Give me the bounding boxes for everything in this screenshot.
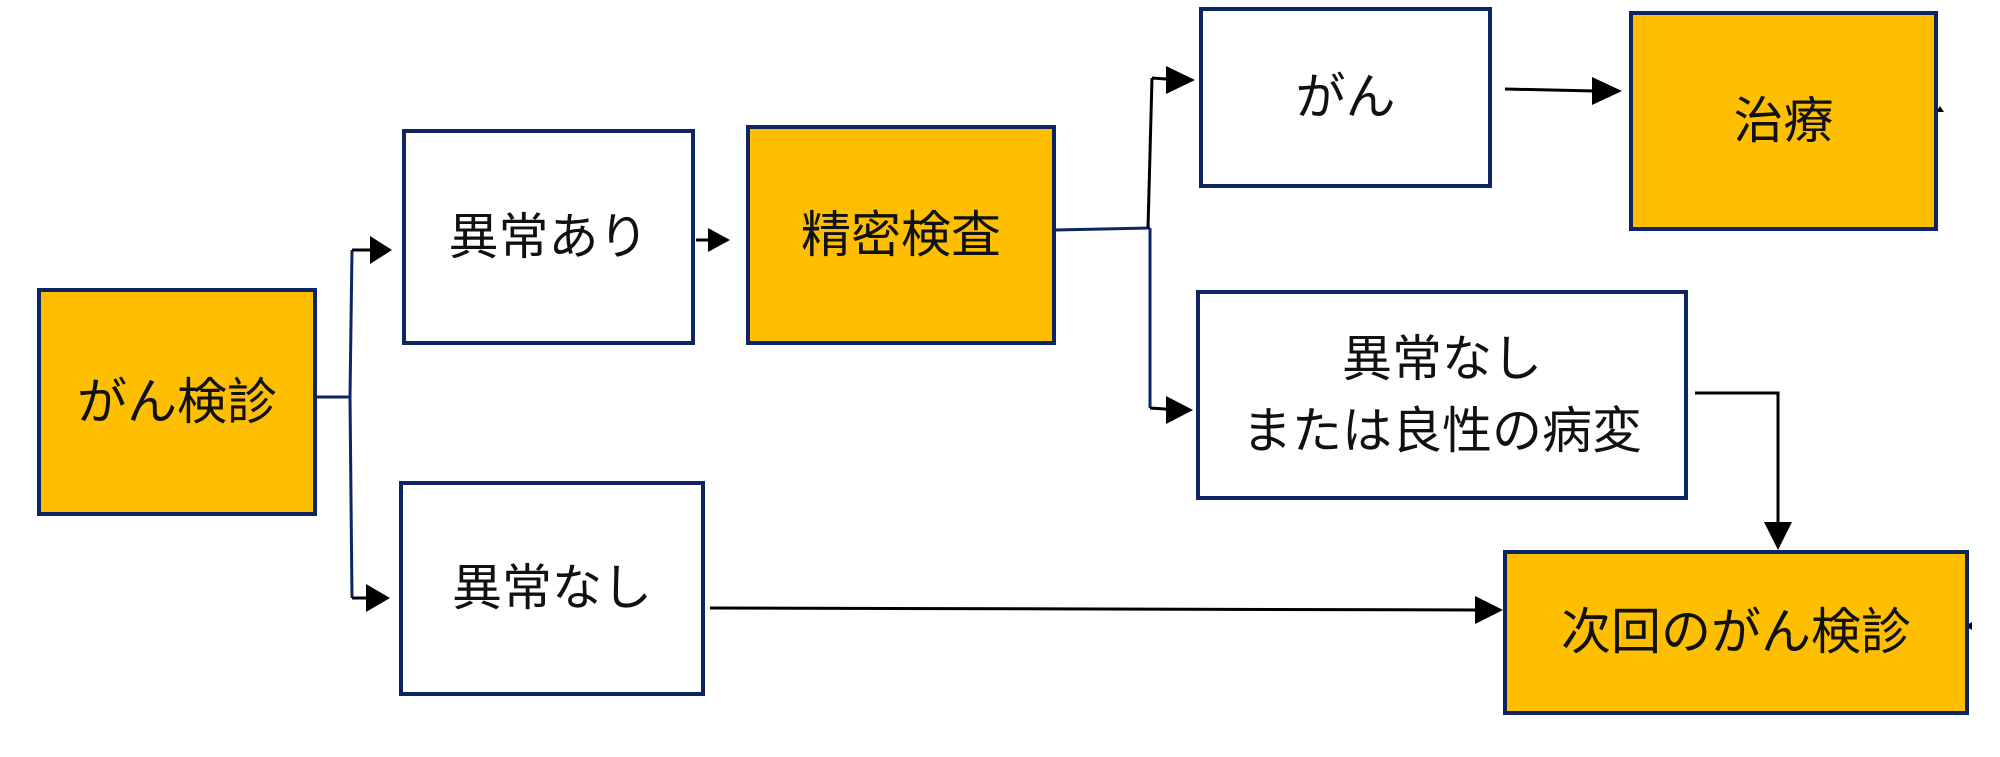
arrowhead-next-from-benign (1764, 522, 1792, 550)
arrowhead-normal (366, 584, 390, 612)
node-detailed-exam-label: 精密検査 (801, 205, 1001, 264)
node-normal: 異常なし (399, 481, 705, 696)
arrowhead-next-from-normal (1475, 596, 1503, 624)
node-cancer: がん (1199, 7, 1492, 188)
node-next-screening-label: 次回のがん検診 (1561, 603, 1911, 662)
node-abnormal: 異常あり (402, 129, 695, 345)
arrowhead-abnormal (370, 236, 392, 264)
connector-to-normal (348, 396, 354, 599)
arrow-benign-to-next (1695, 391, 1780, 530)
connector-to-abnormal (348, 249, 354, 398)
node-screening: がん検診 (37, 288, 317, 516)
connector-exam-up (1146, 77, 1154, 229)
node-cancer-label: がん (1295, 68, 1396, 127)
arrow-normal-to-next (709, 606, 1481, 612)
node-no-abnormality-line2: または良性の病変 (1242, 402, 1642, 460)
node-detailed-exam: 精密検査 (746, 125, 1056, 345)
node-no-abnormality-line1: 異常なし (1342, 329, 1542, 388)
node-no-abnormality-or-benign: 異常なし または良性の病変 (1196, 290, 1688, 500)
edge-nub-treatment (1936, 106, 1944, 112)
node-no-abnormality-text: 異常なし または良性の病変 (1242, 323, 1642, 468)
arrowhead-exam (708, 228, 730, 252)
arrowhead-cancer (1166, 66, 1195, 94)
arrowhead-no-abnormality (1166, 396, 1193, 424)
arrowhead-treatment (1592, 77, 1622, 105)
node-normal-label: 異常なし (452, 559, 652, 618)
node-next-screening: 次回のがん検診 (1503, 550, 1969, 715)
node-treatment-label: 治療 (1733, 91, 1834, 150)
node-abnormal-label: 異常あり (448, 207, 649, 266)
node-treatment: 治療 (1629, 11, 1938, 231)
connector-exam-split (1054, 226, 1151, 232)
node-screening-label: がん検診 (77, 372, 277, 431)
arrow-cancer-to-treatment (1504, 87, 1596, 93)
